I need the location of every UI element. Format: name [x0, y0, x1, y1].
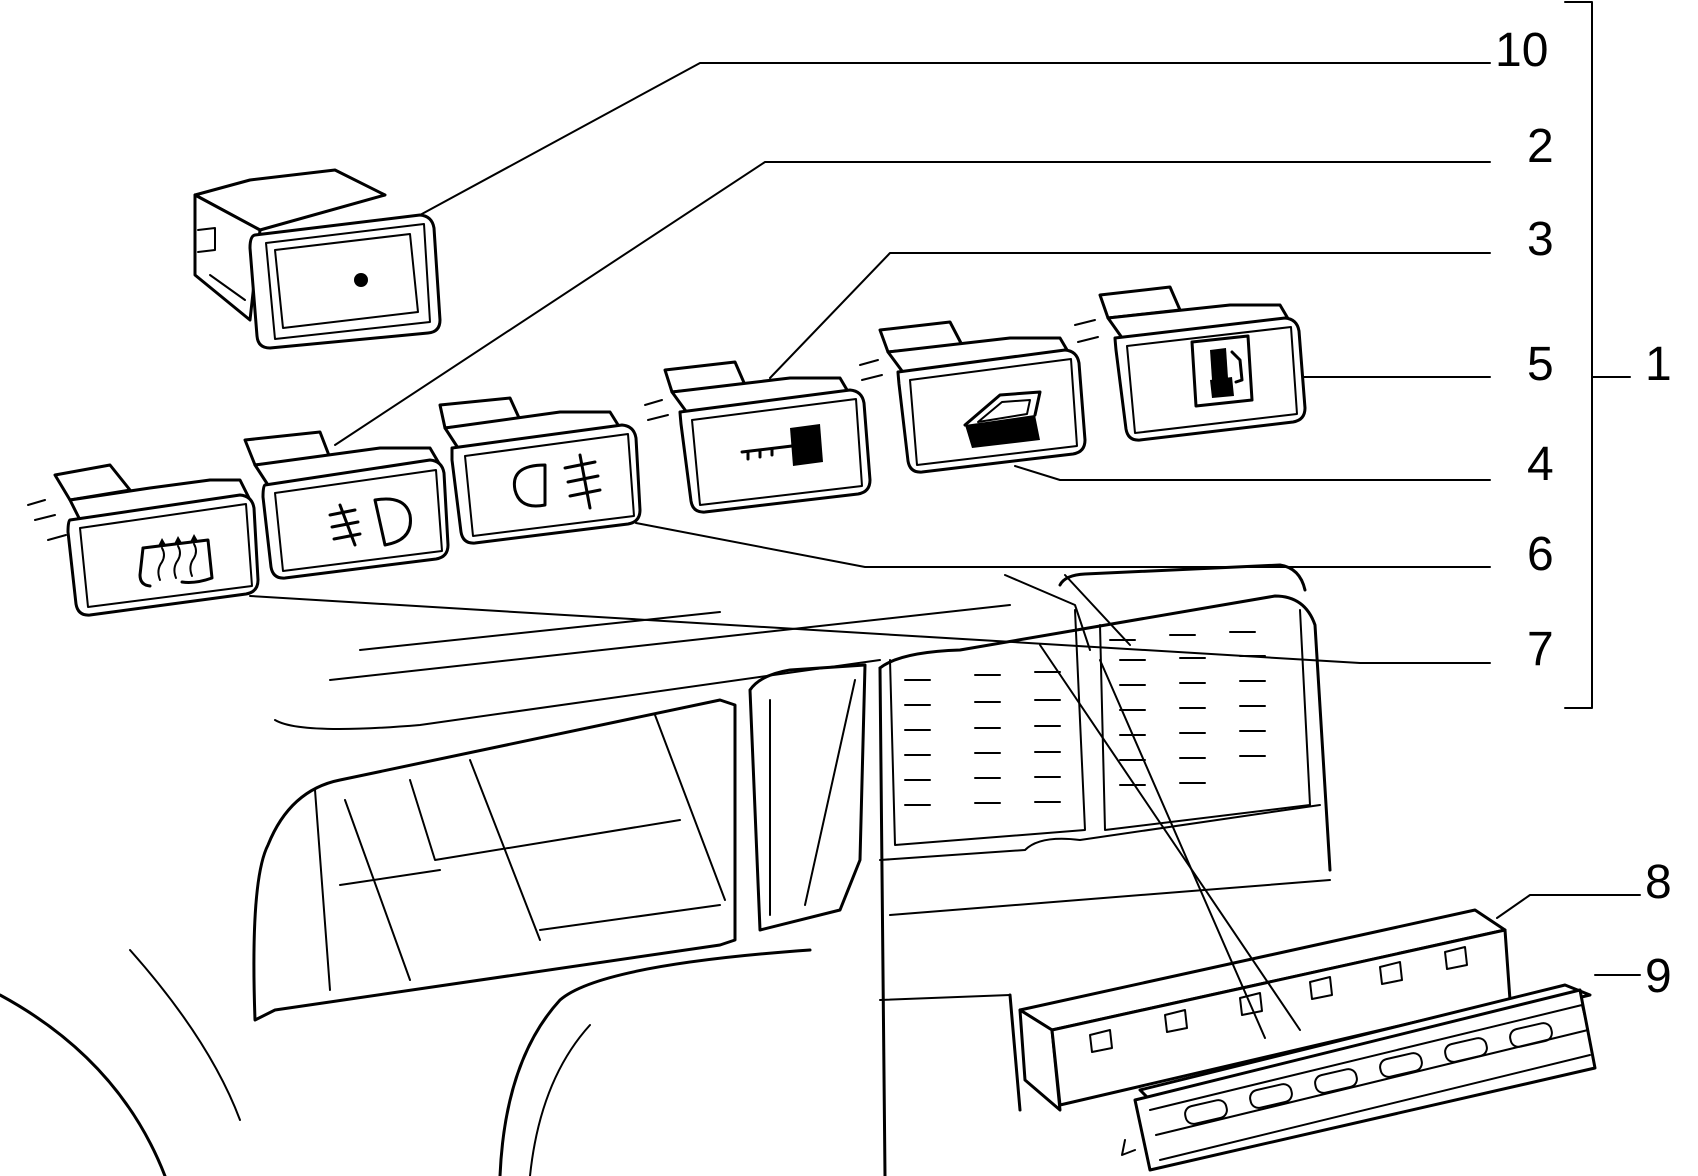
- leader-lines: [249, 1, 1641, 1039]
- leader-3: [769, 252, 1491, 379]
- callout-8: 8: [1645, 856, 1672, 909]
- pointer-b: [1099, 659, 1266, 1039]
- switch-rear-fog: [243, 430, 450, 580]
- switch-bezel: [1121, 983, 1597, 1172]
- fuel-pump-icon: [1190, 334, 1254, 408]
- group-bracket: [1564, 1, 1593, 709]
- dashboard-outline: [0, 563, 1332, 1176]
- front-fog-light-icon: [512, 453, 602, 510]
- car-window-icon: [963, 390, 1042, 448]
- callout-3: 3: [1527, 213, 1554, 266]
- callout-9: 9: [1645, 950, 1672, 1003]
- leader-6: [635, 522, 1491, 568]
- switch-key: [644, 360, 872, 514]
- switch-rear-defrost: [27, 463, 260, 617]
- callout-2: 2: [1527, 120, 1554, 173]
- leader-2: [334, 161, 1491, 446]
- callout-1: 1: [1645, 338, 1672, 391]
- callout-labels: 10 2 3 5 4 6 7 1 8 9: [1495, 24, 1672, 1003]
- callout-7: 7: [1527, 623, 1554, 676]
- leader-10: [419, 62, 1491, 216]
- leader-8: [1496, 894, 1641, 919]
- key-icon: [740, 424, 823, 466]
- switch-front-fog: [438, 396, 642, 545]
- callout-6: 6: [1527, 528, 1554, 581]
- rear-fog-light-icon: [328, 497, 412, 547]
- switch-fuel: [1074, 285, 1307, 442]
- leader-7: [249, 595, 1491, 664]
- pointer-a: [1039, 644, 1301, 1031]
- callout-10: 10: [1495, 24, 1548, 77]
- callout-5: 5: [1527, 338, 1554, 391]
- callout-4: 4: [1527, 438, 1554, 491]
- switch-blank: [193, 168, 442, 350]
- switch-window: [859, 320, 1087, 474]
- leader-4: [1014, 465, 1491, 481]
- vent-slats: [904, 631, 1266, 806]
- rear-window-defrost-icon: [138, 534, 214, 588]
- indicator-dot-icon: [354, 273, 368, 287]
